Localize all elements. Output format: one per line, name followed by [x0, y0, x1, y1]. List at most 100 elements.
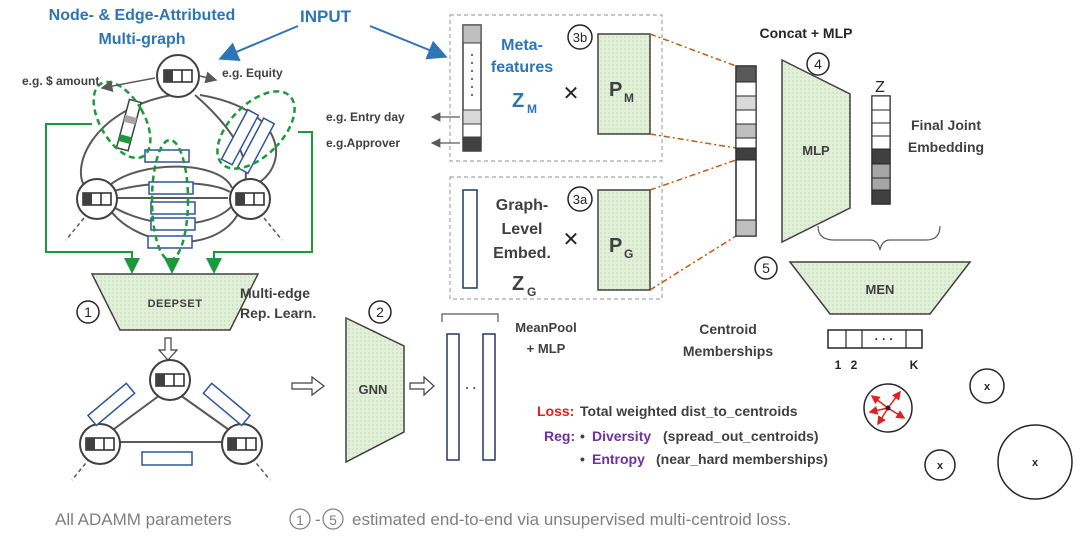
- input-arrow-right: [369, 25, 448, 60]
- caption-step-5: 5: [329, 512, 337, 528]
- step-3a-label: 3a: [573, 192, 588, 207]
- caption-step-1: 1: [296, 512, 304, 528]
- mlp-block: [781, 58, 851, 244]
- deepset-label: DEEPSET: [148, 298, 203, 310]
- multigraph: [65, 54, 296, 262]
- step-1-circle: [76, 300, 100, 324]
- meanpool-label: MeanPool: [515, 320, 576, 335]
- entropy-label: Entropy: [592, 451, 645, 467]
- zm-symbol: Z: [512, 90, 524, 112]
- membership-index-k: K: [910, 358, 919, 372]
- final-embedding-label: Final Joint: [911, 117, 981, 133]
- caption-step-1-circle: [289, 508, 311, 530]
- graph-level-box: [449, 176, 663, 300]
- step-5-circle: [754, 256, 778, 280]
- centroid-cluster-2: [969, 368, 1005, 404]
- pm-symbol: P: [609, 79, 622, 101]
- zg-symbol: Z: [512, 273, 524, 295]
- graph-embed-vector: [462, 189, 478, 289]
- eg-approver-label: e.g.Approver: [326, 136, 400, 150]
- to-pool-arrow: [409, 375, 435, 397]
- step-2-circle: [368, 300, 392, 324]
- final-embedding-label-line2: Embedding: [908, 139, 984, 155]
- step-4-label: 4: [814, 56, 822, 72]
- caption-suffix: estimated end-to-end via unsupervised mu…: [352, 510, 791, 529]
- eg-equity-label: e.g. Equity: [222, 66, 283, 80]
- gnn-label: GNN: [359, 382, 388, 397]
- concat-label: Concat + MLP: [760, 25, 853, 41]
- step-2-label: 2: [376, 304, 384, 320]
- entropy-text: (near_hard memberships): [656, 451, 828, 467]
- reg-label: Reg:: [544, 428, 575, 444]
- centroid-label: Centroid: [699, 321, 757, 337]
- loss-text: Total weighted dist_to_centroids: [580, 403, 798, 419]
- node-embed-vector-2: [482, 333, 496, 461]
- to-gnn-arrow: [291, 375, 325, 397]
- step-1-label: 1: [84, 304, 92, 320]
- meta-feature-vector: [462, 24, 482, 152]
- times-symbol-graph: ✕: [563, 229, 580, 251]
- diversity-text: (spread_out_centroids): [663, 428, 819, 444]
- pool-dots: · ·: [465, 381, 476, 395]
- z-vector: [871, 95, 891, 205]
- membership-vector: [827, 329, 923, 349]
- embedding-brace: [817, 225, 941, 251]
- z-label: Z: [875, 79, 885, 96]
- deepset-feed-lines: [45, 123, 313, 274]
- multiedge-label-line2: Rep. Learn.: [240, 305, 316, 321]
- caption-step-5-circle: [322, 508, 344, 530]
- diversity-label: Diversity: [592, 428, 651, 444]
- meanpool-label-line2: + MLP: [527, 341, 566, 356]
- membership-index-1: 1: [835, 358, 842, 372]
- loss-label: Loss:: [537, 403, 574, 419]
- step-3a-circle: [567, 186, 593, 212]
- pg-symbol: P: [609, 235, 622, 257]
- down-arrow: [157, 337, 179, 361]
- caption-dash: -: [315, 510, 321, 529]
- centroid-4-mark: x: [1032, 457, 1039, 469]
- step-5-label: 5: [762, 260, 770, 276]
- centroid-cluster-4: [997, 424, 1073, 500]
- simple-graph: [71, 359, 271, 481]
- pm-matrix: [597, 33, 651, 135]
- meta-features-label-line2: features: [491, 59, 553, 76]
- times-symbol-meta: ✕: [563, 83, 580, 105]
- projection-lines: [649, 33, 737, 291]
- graph-level-label-line3: Embed.: [493, 245, 551, 262]
- step-3b-label: 3b: [573, 30, 587, 45]
- input-label: INPUT: [300, 7, 352, 26]
- eg-amount-label: e.g. $ amount: [22, 74, 99, 88]
- reg-bullet-2: •: [580, 451, 585, 467]
- concat-vector: [735, 65, 757, 237]
- gnn-block: [345, 316, 405, 464]
- input-graph-title-line2: Multi-graph: [98, 31, 185, 48]
- centroid-cluster-1: [863, 383, 913, 433]
- node-embed-vector-1: [446, 333, 460, 461]
- input-arrow-left: [218, 25, 299, 62]
- reg-bullet-1: •: [580, 428, 585, 444]
- zg-subscript: G: [527, 285, 536, 299]
- deepset-block: [90, 273, 260, 331]
- men-label: MEN: [866, 282, 895, 297]
- multiedge-label: Multi-edge: [240, 285, 310, 301]
- zm-subscript: M: [527, 102, 537, 116]
- step-3b-circle: [567, 24, 593, 50]
- step-4-circle: [806, 52, 830, 76]
- membership-dots: · · ·: [875, 332, 894, 346]
- eg-entry-label: e.g. Entry day: [326, 110, 405, 124]
- graph-level-label: Graph-: [496, 197, 548, 214]
- pg-matrix: [597, 189, 651, 291]
- caption-prefix: All ADAMM parameters: [55, 510, 232, 529]
- centroid-cluster-3: [924, 449, 956, 481]
- pm-subscript: M: [624, 91, 634, 105]
- centroid-3-mark: x: [937, 460, 944, 472]
- membership-index-2: 2: [851, 358, 858, 372]
- graph-level-label-line2: Level: [502, 221, 543, 238]
- meta-features-label: Meta-: [501, 37, 543, 54]
- pg-subscript: G: [624, 247, 633, 261]
- pool-bracket: [441, 313, 499, 322]
- input-graph-title: Node- & Edge-Attributed: [49, 7, 236, 24]
- men-block: [788, 261, 972, 315]
- mlp-label: MLP: [802, 143, 830, 158]
